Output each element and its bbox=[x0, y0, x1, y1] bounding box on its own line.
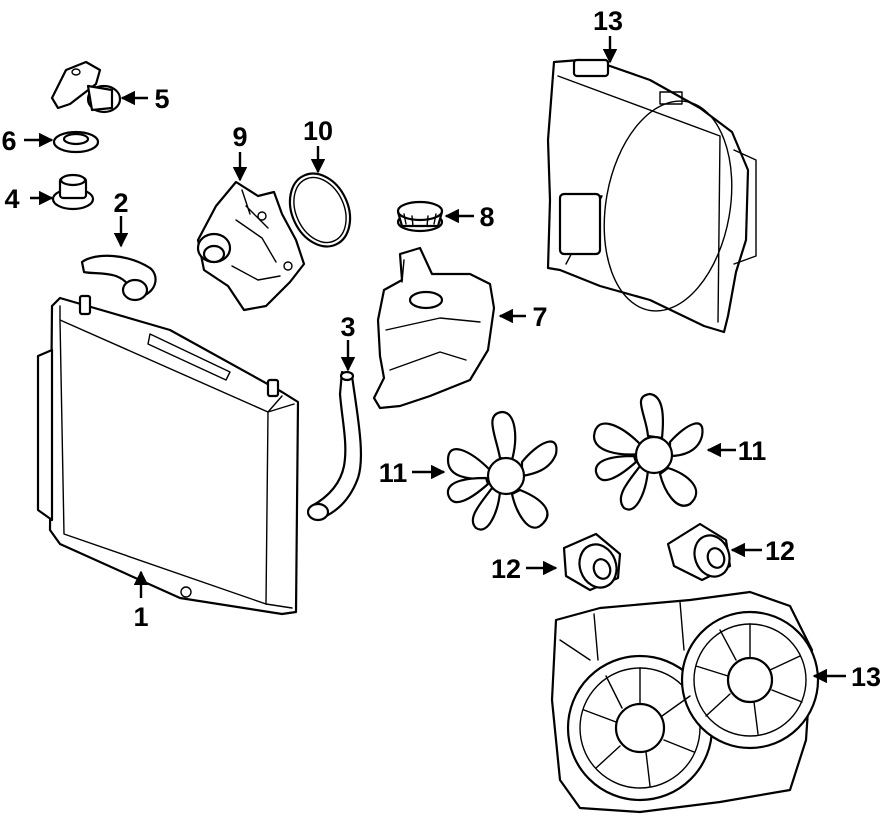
callout-6: 6 bbox=[1, 126, 16, 156]
callout-7: 7 bbox=[532, 302, 547, 332]
fan-blade-right-part bbox=[592, 392, 704, 511]
thermostat-seal-part bbox=[52, 130, 100, 154]
callout-4: 4 bbox=[4, 184, 19, 214]
callout-2: 2 bbox=[113, 188, 128, 218]
callout-11-right: 11 bbox=[738, 436, 767, 466]
callout-9: 9 bbox=[232, 122, 247, 152]
callout-8: 8 bbox=[479, 202, 494, 232]
water-pump-part bbox=[196, 180, 306, 312]
callout-11-left: 11 bbox=[379, 458, 408, 488]
callout-13-bottom: 13 bbox=[851, 662, 881, 692]
callout-13-top: 13 bbox=[593, 6, 623, 36]
leader-lines bbox=[24, 36, 846, 684]
callout-5: 5 bbox=[154, 84, 169, 114]
callout-1: 1 bbox=[133, 602, 148, 632]
thermostat-part bbox=[51, 173, 95, 211]
callout-12-left: 12 bbox=[491, 554, 521, 584]
radiator-part bbox=[36, 294, 300, 616]
fan-motor-left-part bbox=[562, 532, 622, 592]
callout-3: 3 bbox=[340, 312, 355, 342]
fan-motor-right-part bbox=[666, 522, 732, 582]
callout-12-right: 12 bbox=[765, 536, 795, 566]
fan-shroud-lower-part bbox=[550, 590, 820, 814]
upper-hose-part bbox=[80, 254, 157, 302]
thermostat-housing-part bbox=[50, 60, 122, 114]
fan-shroud-upper-part bbox=[546, 58, 757, 334]
pump-gasket-part bbox=[288, 172, 352, 248]
reservoir-cap-part bbox=[396, 200, 444, 233]
fan-blade-left-part bbox=[446, 410, 558, 531]
lower-hose-part bbox=[306, 370, 363, 522]
callout-labels: 1 2 3 4 5 6 7 8 9 10 11 11 12 12 13 13 bbox=[1, 6, 881, 692]
callout-10: 10 bbox=[303, 116, 333, 146]
coolant-reservoir-part bbox=[372, 246, 496, 410]
